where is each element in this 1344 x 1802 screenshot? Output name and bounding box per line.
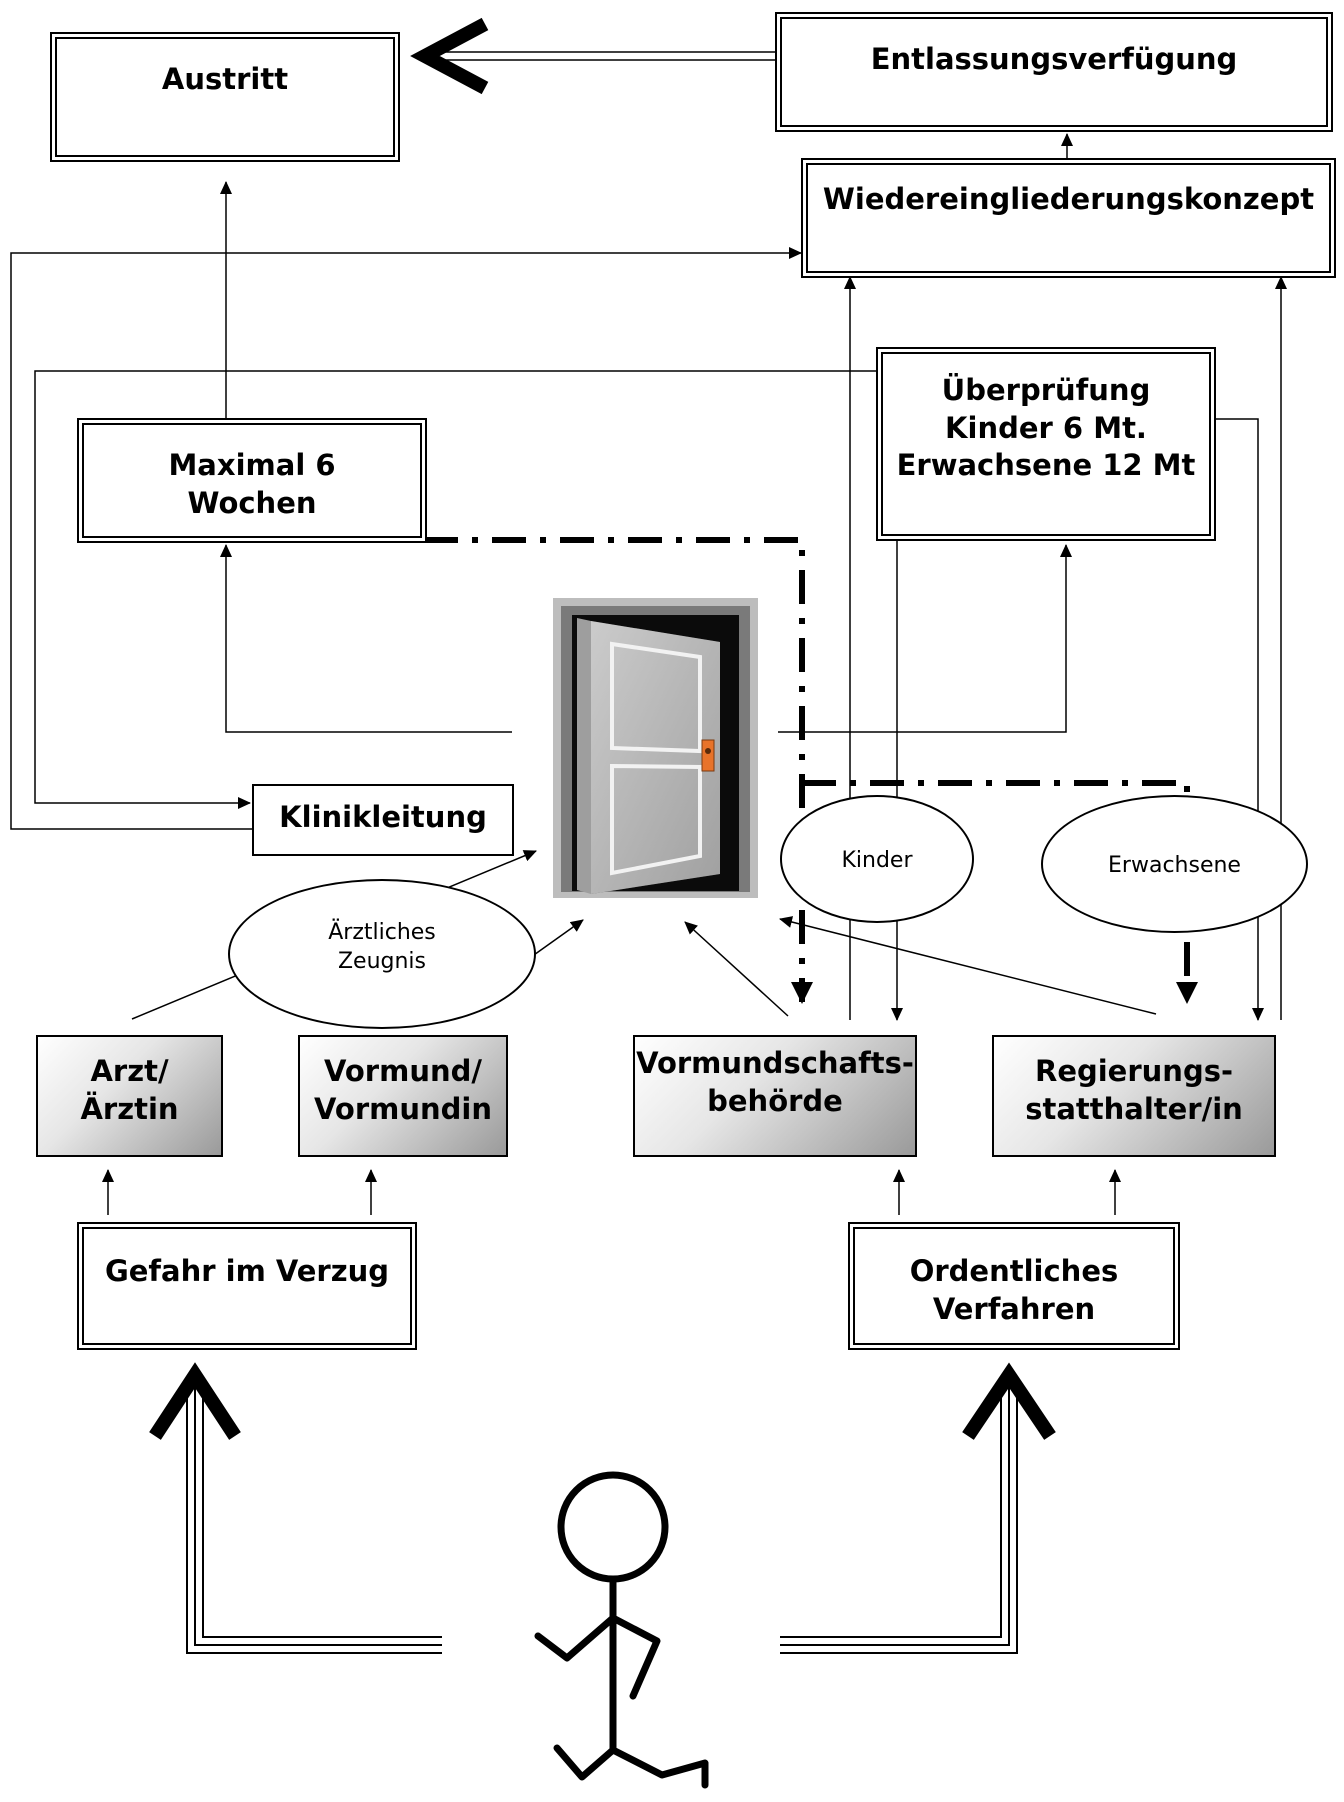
double-path-left — [149, 1362, 442, 1654]
entlassung-label: Entlassungsverfügung — [870, 42, 1238, 76]
vormund-line-1: Vormund/ — [324, 1054, 482, 1088]
node-entlassung: Entlassungsverfügung — [775, 12, 1333, 132]
node-gefahr: Gefahr im Verzug — [77, 1222, 417, 1350]
stick-figure-icon — [534, 1471, 709, 1789]
vormundschaft-line-1: Vormundschafts- — [636, 1046, 914, 1080]
arrow-ueberpruefung-to-klinik — [34, 370, 876, 809]
node-ordentlich: Ordentliches Verfahren — [848, 1222, 1180, 1350]
ueberpruefung-line-3: Erwachsene 12 Mt — [896, 448, 1196, 483]
gefahr-label: Gefahr im Verzug — [104, 1254, 390, 1288]
arrow-ueberpruefung-to-regierung — [1212, 418, 1264, 1021]
node-wiedereingliederung: Wiedereingliederungskonzept — [801, 158, 1336, 278]
klinikleitung-label: Klinikleitung — [279, 800, 487, 834]
node-vormundschaft: Vormundschafts- behörde — [633, 1035, 917, 1157]
node-regierung: Regierungs- statthalter/in — [992, 1035, 1276, 1157]
ordentlich-line-1: Ordentliches — [909, 1254, 1119, 1288]
arzt-line-1: Arzt/ — [90, 1054, 169, 1088]
node-austritt: Austritt — [50, 32, 400, 162]
node-vormund: Vormund/ Vormundin — [298, 1035, 508, 1157]
austritt-label: Austritt — [161, 62, 289, 96]
ordentlich-line-2: Verfahren — [932, 1291, 1096, 1326]
kinder-label: Kinder — [841, 848, 913, 873]
arzt-line-2: Ärztin — [80, 1091, 179, 1126]
node-klinikleitung: Klinikleitung — [252, 784, 514, 856]
ueberpruefung-line-2: Kinder 6 Mt. — [945, 410, 1147, 445]
regierung-line-2: statthalter/in — [1025, 1091, 1243, 1126]
node-zeugnis: Ärztliches Zeugnis — [228, 879, 536, 1029]
node-ueberpruefung: Überprüfung Kinder 6 Mt. Erwachsene 12 M… — [876, 347, 1216, 541]
zeugnis-line-1: Ärztliches — [328, 920, 436, 945]
arrow-door-to-ueberpruefung — [778, 544, 1072, 733]
double-path-right — [780, 1362, 1056, 1654]
arrow-vormundschaft-to-door — [684, 921, 789, 1017]
regierung-line-1: Regierungs- — [1034, 1054, 1233, 1088]
erwachsene-label: Erwachsene — [1108, 853, 1241, 878]
arrow-door-to-maximal — [220, 544, 512, 733]
wiedereingliederung-label: Wiedereingliederungskonzept — [822, 182, 1315, 216]
door-icon — [553, 598, 758, 898]
zeugnis-line-2: Zeugnis — [337, 948, 427, 974]
vormundschaft-line-2: behörde — [707, 1083, 843, 1118]
node-maximal: Maximal 6 Wochen — [77, 418, 427, 543]
maximal-line-2: Wochen — [187, 485, 317, 520]
maximal-line-1: Maximal 6 — [168, 448, 336, 482]
node-erwachsene: Erwachsene — [1041, 795, 1308, 933]
vormund-line-2: Vormundin — [314, 1091, 492, 1126]
arrow-klinik-to-wiedereingliederung — [10, 247, 802, 830]
ueberpruefung-line-1: Überprüfung — [941, 373, 1151, 407]
node-arzt: Arzt/ Ärztin — [36, 1035, 223, 1157]
node-kinder: Kinder — [780, 795, 974, 923]
arrow-entlassung-to-austritt — [410, 17, 775, 95]
arrow-regierung-to-door — [779, 916, 1157, 1015]
